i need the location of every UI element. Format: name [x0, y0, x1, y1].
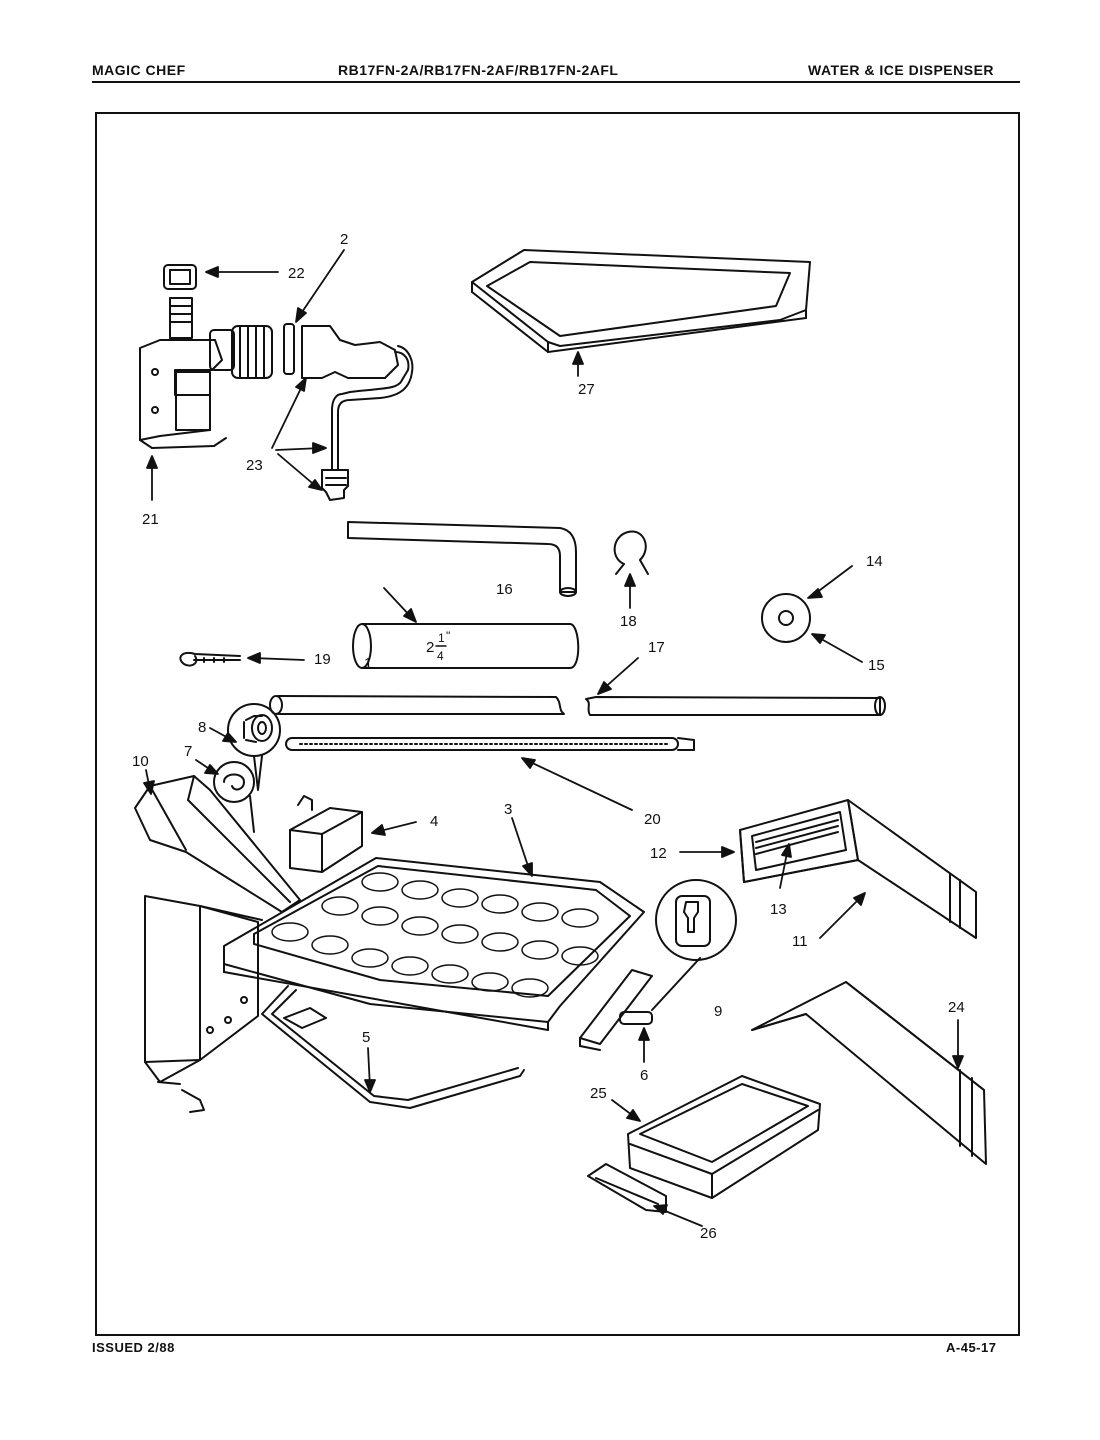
- callout-14: 14: [866, 553, 883, 570]
- callout-9: 9: [714, 1003, 722, 1020]
- leader-lines: [143, 249, 964, 1227]
- shaft-clip-inset: [651, 879, 737, 1011]
- callout-3: 3: [504, 801, 512, 818]
- callout-20: 20: [644, 811, 661, 828]
- section-title: WATER & ICE DISPENSER: [808, 62, 995, 78]
- tube-dimension-label: 2 1 4 ": [426, 629, 450, 663]
- dimension-unit: ": [446, 629, 450, 643]
- callout-15: 15: [868, 657, 885, 674]
- elbow-tube-part: [347, 521, 577, 597]
- ice-mold-part: [223, 857, 645, 1031]
- bearing-part: [579, 969, 653, 1051]
- callout-23: 23: [246, 457, 263, 474]
- callout-25: 25: [590, 1085, 607, 1102]
- control-housing-part: [289, 795, 363, 873]
- callout-4: 4: [430, 813, 438, 830]
- callout-10: 10: [132, 753, 149, 770]
- ice-maker-bracket: [144, 895, 263, 1113]
- callout-labels: 1 2 3 4 5 6 7 8 9 10 11 12 13 14 15 16 1…: [132, 231, 965, 1242]
- callout-13: 13: [770, 901, 787, 918]
- ice-bin-part: [627, 1075, 821, 1199]
- model-numbers: RB17FN-2A/RB17FN-2AF/RB17FN-2AFL: [338, 62, 619, 78]
- fill-cup-part: [134, 775, 301, 913]
- dimension-denominator: 4: [437, 649, 444, 663]
- callout-7: 7: [184, 743, 192, 760]
- washer-part: [761, 593, 811, 643]
- callout-11: 11: [792, 933, 808, 950]
- dimension-whole: 2: [426, 639, 434, 656]
- shelf-tray-part: [471, 249, 811, 353]
- grille-panel-part: [739, 799, 977, 939]
- callout-26: 26: [700, 1225, 717, 1242]
- callout-18: 18: [620, 613, 637, 630]
- mold-cavities: [271, 872, 599, 998]
- callout-21: 21: [142, 511, 159, 528]
- callout-8: 8: [198, 719, 206, 736]
- callout-24: 24: [948, 999, 965, 1016]
- bin-trim-part: [587, 1163, 667, 1213]
- cotter-pin-part: [179, 652, 241, 667]
- insulator-inset: [227, 703, 281, 791]
- page-code: A-45-17: [946, 1340, 997, 1355]
- long-tube-part: [269, 695, 886, 716]
- issued-date: ISSUED 2/88: [92, 1340, 175, 1355]
- callout-2: 2: [340, 231, 348, 248]
- header-rule: [92, 81, 1020, 83]
- dimension-numerator: 1: [438, 631, 445, 645]
- brand-label: MAGIC CHEF: [92, 62, 186, 78]
- callout-19: 19: [314, 651, 331, 668]
- water-valve-assembly: [139, 264, 414, 501]
- callout-27: 27: [578, 381, 595, 398]
- retainer-clip-inset: [213, 761, 255, 833]
- callout-16: 16: [496, 581, 513, 598]
- shutoff-arm-part: [261, 985, 525, 1109]
- callout-1: 1: [364, 655, 372, 672]
- callout-6: 6: [640, 1067, 648, 1084]
- tube-clip-part: [613, 530, 649, 575]
- diagram-frame: [95, 112, 1020, 1336]
- heater-cable-part: [285, 737, 695, 751]
- tube-sleeve-part: [352, 623, 580, 669]
- callout-17: 17: [648, 639, 665, 656]
- callout-22: 22: [288, 265, 305, 282]
- callout-12: 12: [650, 845, 667, 862]
- deflector-panel-part: [751, 981, 987, 1165]
- callout-5: 5: [362, 1029, 370, 1046]
